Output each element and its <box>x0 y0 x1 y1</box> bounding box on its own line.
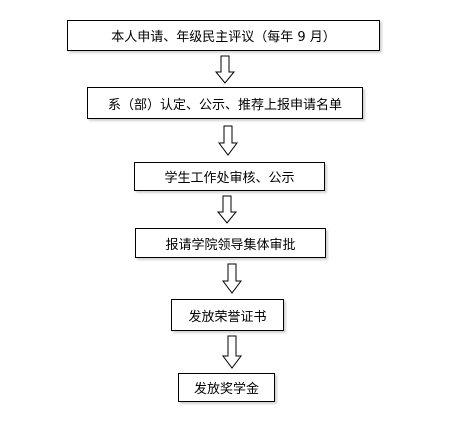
step-label: 发放奖学金 <box>193 382 259 397</box>
step-issue-certificate: 发放荣誉证书 <box>171 299 284 331</box>
step-department-recommend: 系（部）认定、公示、推荐上报申请名单 <box>87 87 363 119</box>
arrow-down-icon <box>216 195 238 224</box>
step-apply-and-review: 本人申请、年级民主评议（每年 9 月） <box>67 20 380 51</box>
step-student-affairs-review: 学生工作处审核、公示 <box>134 162 325 191</box>
arrow-down-icon <box>218 125 238 156</box>
step-leadership-approval: 报请学院领导集体审批 <box>135 228 326 258</box>
arrow-down-icon <box>222 335 242 369</box>
arrow-down-icon <box>222 263 242 294</box>
step-label: 系（部）认定、公示、推荐上报申请名单 <box>107 97 342 113</box>
step-label: 本人申请、年级民主评议（每年 9 月） <box>111 30 336 45</box>
step-label: 发放荣誉证书 <box>188 309 267 325</box>
step-issue-scholarship: 发放奖学金 <box>178 373 275 402</box>
step-label: 学生工作处审核、公示 <box>164 171 295 186</box>
arrow-down-icon <box>214 55 236 84</box>
step-label: 报请学院领导集体审批 <box>165 237 296 253</box>
